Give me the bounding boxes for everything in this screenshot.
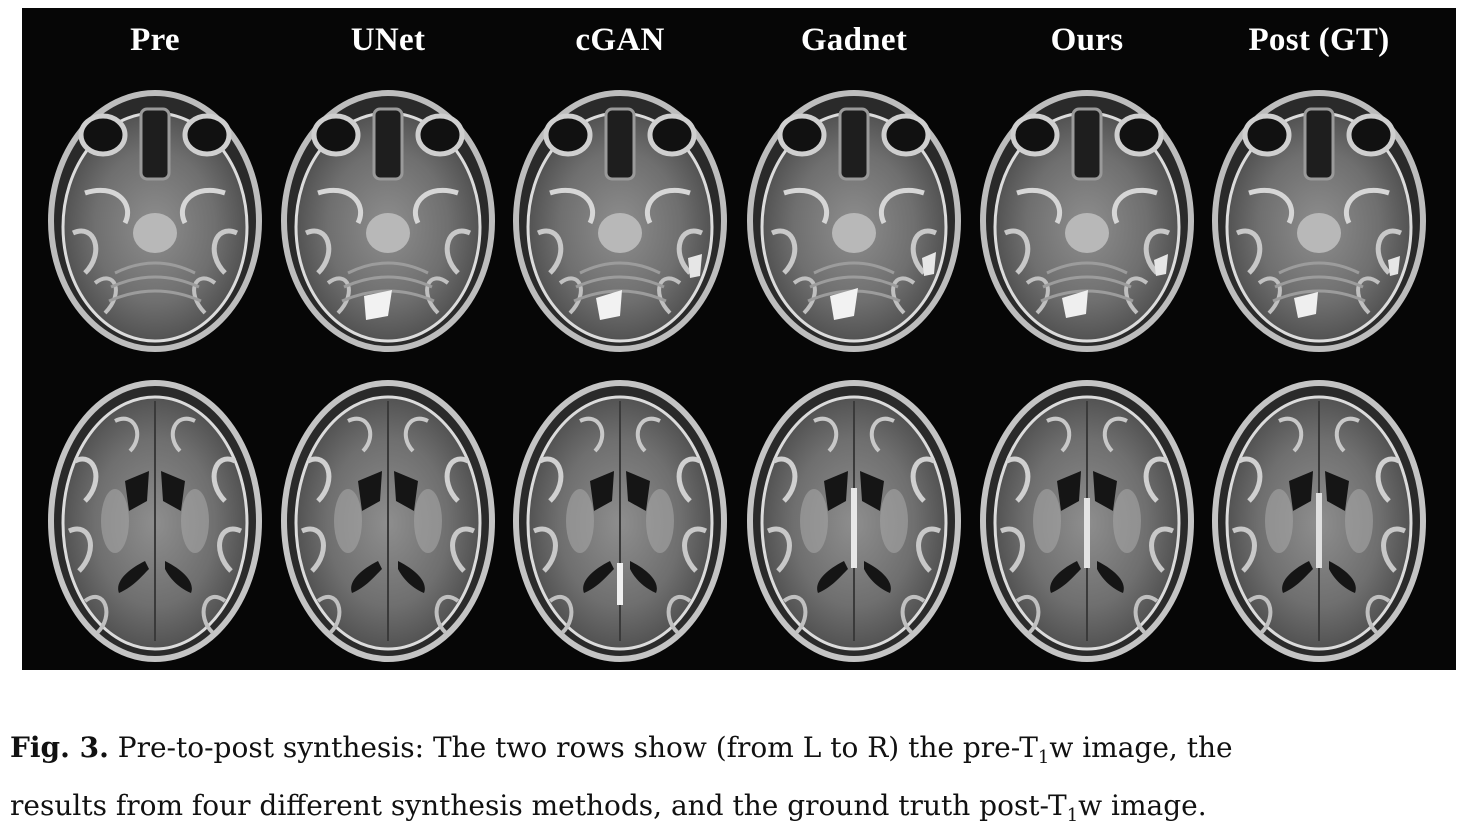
- column-label-cgan: cGAN: [575, 22, 665, 58]
- caption-text: w image, the: [1049, 731, 1233, 764]
- enhancement-spot: [688, 254, 702, 278]
- subscript: 1: [1037, 747, 1050, 768]
- enhancement-spot: [1388, 256, 1400, 276]
- column-label-post-gt: Post (GT): [1248, 22, 1390, 58]
- figure-number: Fig. 3.: [10, 731, 109, 764]
- scan-pre-row1: [51, 93, 259, 349]
- enhancement-line: [1084, 498, 1090, 568]
- enhancement-spot: [596, 290, 622, 320]
- enhancement-spot: [364, 290, 392, 320]
- subscript: 1: [1066, 805, 1079, 826]
- figure-caption: Fig. 3. Pre-to-post synthesis: The two r…: [10, 724, 1472, 840]
- column-label-pre: Pre: [130, 22, 180, 58]
- enhancement-spot: [1294, 292, 1318, 318]
- column-labels: Pre UNet cGAN Gadnet Ours Post (GT): [22, 8, 1456, 68]
- enhancement-spot: [922, 252, 936, 276]
- column-label-gadnet: Gadnet: [800, 22, 908, 58]
- scan-post-gt-row1: [1215, 93, 1423, 349]
- scan-ours-row1: [983, 93, 1191, 349]
- scan-cgan-row2: [516, 383, 724, 659]
- enhancement-line: [851, 488, 857, 568]
- scan-row-2: [51, 383, 1423, 659]
- caption-line-1: Fig. 3. Pre-to-post synthesis: The two r…: [10, 724, 1472, 782]
- enhancement-line: [1316, 493, 1322, 568]
- caption-text: results from four different synthesis me…: [10, 789, 1067, 822]
- caption-text: w image.: [1078, 789, 1207, 822]
- scan-grid: [22, 8, 1456, 670]
- enhancement-spot: [1062, 290, 1088, 318]
- scan-row-1: [51, 93, 1423, 349]
- enhancement-spot: [830, 288, 858, 320]
- enhancement-line: [617, 563, 623, 605]
- caption-line-2: results from four different synthesis me…: [10, 782, 1472, 840]
- mri-comparison-figure: Pre UNet cGAN Gadnet Ours Post (GT): [22, 8, 1456, 670]
- scan-pre-row2: [51, 383, 259, 659]
- enhancement-spot: [1154, 254, 1168, 276]
- caption-text: Pre-to-post synthesis: The two rows show…: [108, 731, 1038, 764]
- scan-unet-row2: [284, 383, 492, 659]
- column-label-ours: Ours: [1050, 22, 1124, 58]
- column-label-unet: UNet: [350, 22, 426, 58]
